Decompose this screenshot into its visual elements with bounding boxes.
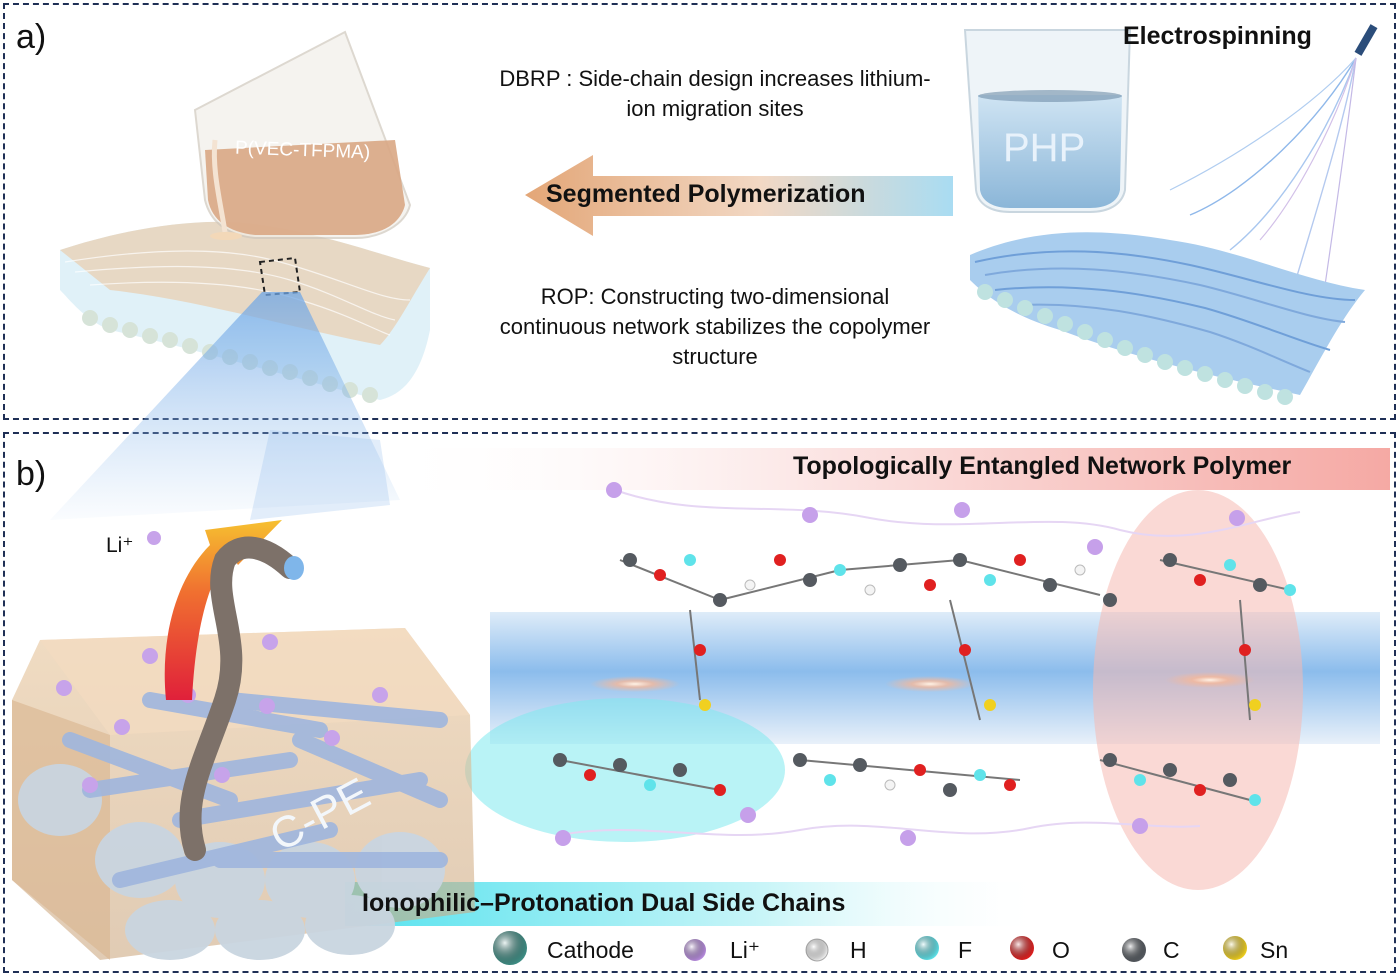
legend-cathode-label: Cathode bbox=[547, 937, 634, 963]
li-ion-label: Li⁺ bbox=[106, 534, 134, 557]
right-membrane bbox=[970, 232, 1365, 405]
li-ions bbox=[555, 482, 1245, 846]
rop-description: ROP: Constructing two-dimensional contin… bbox=[499, 284, 931, 369]
dbrp-description: DBRP : Side-chain design increases lithi… bbox=[499, 66, 931, 121]
li-ion-marker bbox=[147, 531, 161, 545]
left-beaker bbox=[193, 30, 412, 240]
right-beaker bbox=[963, 29, 1132, 213]
legend-sn-label: Sn bbox=[1260, 937, 1289, 963]
segmented-arrow bbox=[525, 155, 953, 236]
top-banner-bg bbox=[380, 448, 1390, 490]
ionophilic-side-chains-banner: Ionophilic–Protonation Dual Side Chains bbox=[362, 889, 846, 917]
legend-o-label: O bbox=[1052, 937, 1070, 963]
side-chain-highlight-cyan bbox=[465, 698, 785, 842]
legend-h-label: H bbox=[850, 937, 867, 963]
legend-f-label: F bbox=[958, 937, 973, 963]
segmented-polymerization-label: Segmented Polymerization bbox=[546, 180, 866, 208]
atoms bbox=[553, 553, 1296, 806]
beaker-left-label: P(VEC-TFPMA) bbox=[234, 137, 371, 164]
panel-a-frame bbox=[3, 3, 1396, 420]
left-membrane bbox=[50, 221, 430, 520]
c-pe-block bbox=[12, 520, 475, 960]
panel-b-label: b) bbox=[16, 455, 47, 493]
electrospinning-needle bbox=[1169, 24, 1378, 321]
network-highlight-pink bbox=[1093, 490, 1303, 890]
molecule-clusters bbox=[559, 559, 1291, 801]
panel-b-frame bbox=[3, 432, 1396, 973]
panel-a-label: a) bbox=[16, 18, 47, 56]
beaker-right-label: PHP bbox=[1003, 126, 1086, 170]
legend-c-label: C bbox=[1163, 937, 1180, 963]
topological-network-banner: Topologically Entangled Network Polymer bbox=[793, 452, 1292, 480]
legend-li-label: Li⁺ bbox=[730, 937, 761, 963]
legend-swatches bbox=[493, 931, 1247, 965]
electrospinning-label: Electrospinning bbox=[1123, 22, 1312, 50]
